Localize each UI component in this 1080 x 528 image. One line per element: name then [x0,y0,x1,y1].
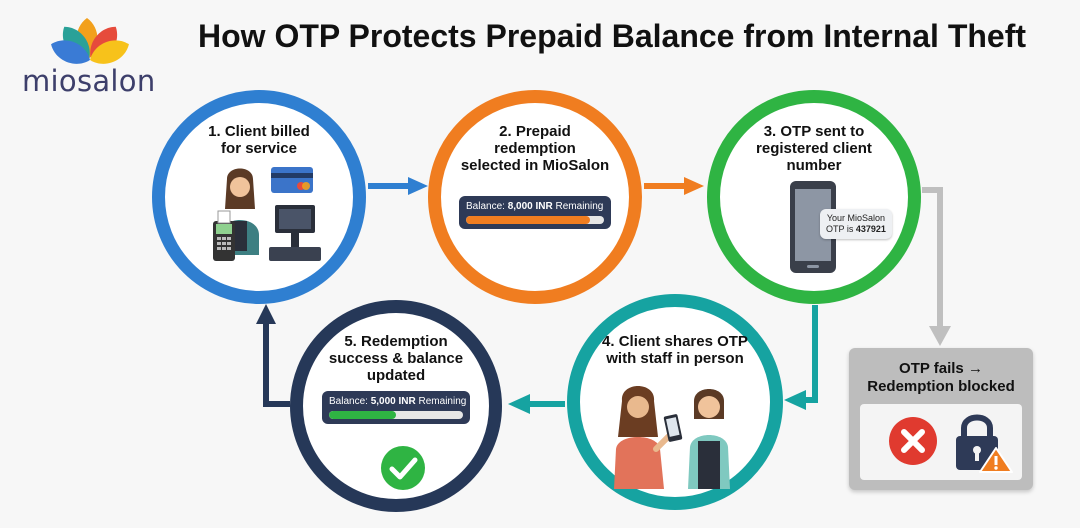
balance-amount: 8,000 INR [507,201,553,212]
arrow-2-to-3 [644,177,704,195]
lotus-logo-icon [51,18,129,64]
step-4-circle: 4. Client shares OTP with staff in perso… [567,294,783,510]
otp-code: 437921 [855,224,886,234]
step-5-circle: 5. Redemption success & balance updated … [290,300,502,512]
otp-failure-box: OTP fails → Redemption blocked [849,348,1033,490]
balance-text: Balance: 5,000 INR Remaining [329,396,467,407]
balance-progress [466,216,604,224]
step-3-line-3: number [786,157,842,174]
staff-icon [688,389,730,489]
failure-line-2: Redemption blocked [867,378,1015,395]
balance-progress-fill [466,216,591,224]
step-3-line-2: registered client [756,140,872,157]
step-5-label: 5. Redemption success & balance updated [303,333,489,384]
step-2-circle: 2. Prepaid redemption selected in MioSal… [428,90,642,304]
step-5-line-1: 5. Redemption [344,333,448,350]
step-4-label: 4. Client shares OTP with staff in perso… [580,333,770,367]
step-1-label: 1. Client billed for service [165,123,353,157]
client-staff-illustration [614,386,730,489]
arrow-4-to-5 [508,394,565,414]
lock-icon [956,414,1013,473]
step-5-line-3: updated [366,367,426,384]
balance-progress [329,411,463,419]
warning-icon [979,447,1013,473]
x-icon [889,417,937,465]
step-2-line-1: 2. Prepaid [499,123,571,140]
balance-amount: 5,000 INR [370,396,416,407]
card-icon [271,167,313,193]
balance-card-after: Balance: 5,000 INR Remaining [322,391,470,424]
cashier-icon [213,167,321,261]
page-title: How OTP Protects Prepaid Balance from In… [198,18,1027,54]
client-icon [614,386,673,489]
step-1-line-1: 1. Client billed [208,123,310,140]
step-1-circle: 1. Client billed for service [152,90,366,304]
phone-icon [790,181,836,273]
failure-icons [860,404,1022,480]
balance-card-before: Balance: 8,000 INR Remaining [459,196,611,229]
step-4-line-1: 4. Client shares OTP [602,333,748,350]
check-icon [381,446,425,490]
sms-line-2: OTP is 437921 [826,224,886,234]
failure-line-1: OTP fails → [899,360,983,377]
step-2-label: 2. Prepaid redemption selected in MioSal… [441,123,629,174]
step-3-line-1: 3. OTP sent to [763,123,865,140]
step-4-line-2: with staff in person [606,350,744,367]
step-3-circle: 3. OTP sent to registered client number … [707,90,921,304]
balance-progress-fill [329,411,396,419]
failure-label: OTP fails → Redemption blocked [849,360,1033,396]
arrow-3-to-4 [784,305,818,410]
arrow-5-to-1 [256,304,290,407]
step-2-line-2: redemption [494,140,576,157]
balance-text: Balance: 8,000 INR Remaining [466,201,604,212]
pos-terminal-icon [213,210,235,261]
chat-bubble-icon: Your MioSalon OTP is 437921 [820,209,892,239]
sms-line-1: Your MioSalon [826,213,886,223]
step-5-line-2: success & balance [328,350,464,367]
step-2-line-3: selected in MioSalon [460,157,610,174]
step-3-label: 3. OTP sent to registered client number [720,123,908,174]
register-icon [269,205,321,261]
arrow-3-to-failure [922,187,951,346]
arrow-1-to-2 [368,177,428,195]
step-1-line-2: for service [221,140,297,157]
brand-name: miosalon [22,64,156,98]
